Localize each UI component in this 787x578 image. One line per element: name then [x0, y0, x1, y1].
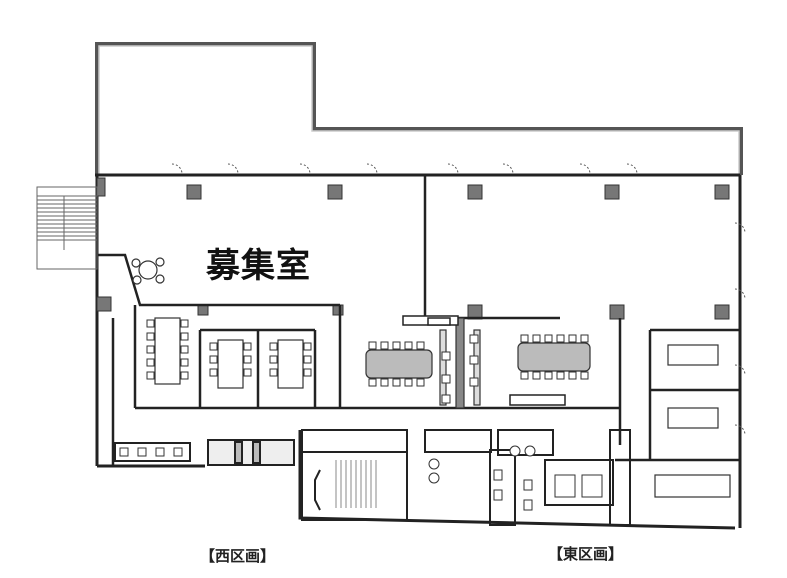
- counters: [402, 315, 566, 406]
- lounge-chairs: [368, 334, 589, 404]
- fixtures: [428, 445, 603, 511]
- west-stair: [36, 186, 98, 270]
- interior-walls: [97, 175, 740, 466]
- stair-treads: [335, 460, 377, 508]
- meeting-tables: [154, 317, 731, 498]
- columns: [96, 177, 730, 320]
- lounge-tables: [365, 317, 591, 409]
- locker-boxes: [119, 447, 183, 457]
- lower-core: [114, 439, 295, 466]
- room-label-recruiting: 募集室: [206, 246, 311, 286]
- chairs: [146, 319, 312, 380]
- restrooms: [424, 429, 631, 526]
- central-stair: [301, 429, 408, 521]
- window-doors: [171, 163, 746, 436]
- terrace: [95, 42, 743, 175]
- round-table: [131, 257, 165, 285]
- section-label-east: 【東区画】: [548, 545, 624, 563]
- section-label-west: 【西区画】: [200, 547, 276, 565]
